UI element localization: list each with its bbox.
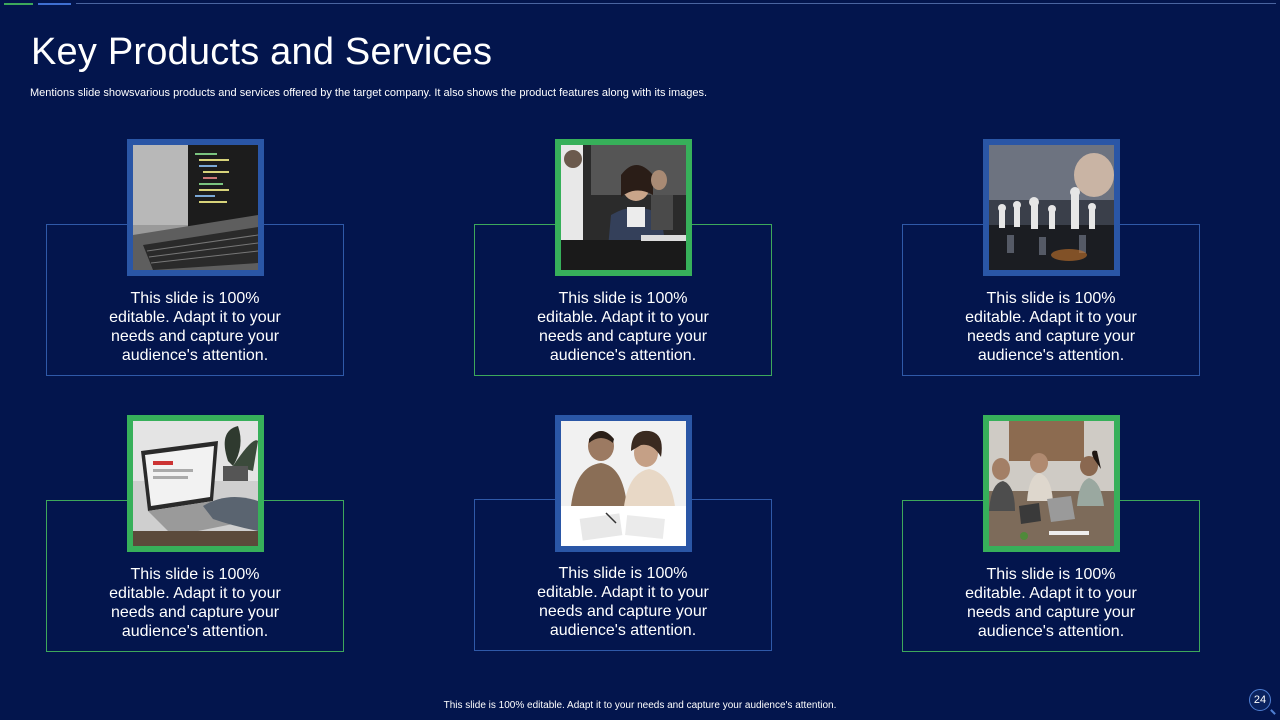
laptop-code-photo [127,139,264,276]
product-card-text: This slide is 100% editable. Adapt it to… [965,290,1137,364]
meeting-photo [555,415,692,552]
team-laptops-photo [983,415,1120,552]
laptop-desk-photo [127,415,264,552]
product-card-5: This slide is 100% editable. Adapt it to… [474,499,772,651]
product-card-1: This slide is 100% editable. Adapt it to… [46,224,344,376]
top-accent-blue [38,3,71,5]
product-card-text: This slide is 100% editable. Adapt it to… [537,290,709,364]
product-card-6: This slide is 100% editable. Adapt it to… [902,500,1200,652]
product-card-2: This slide is 100% editable. Adapt it to… [474,224,772,376]
chess-photo [983,139,1120,276]
top-accent-green [4,3,33,5]
office-team-photo [555,139,692,276]
top-accent-line [76,3,1276,4]
product-card-text: This slide is 100% editable. Adapt it to… [109,566,281,640]
product-card-text: This slide is 100% editable. Adapt it to… [965,566,1137,640]
product-card-3: This slide is 100% editable. Adapt it to… [902,224,1200,376]
slide-footer: This slide is 100% editable. Adapt it to… [443,700,837,711]
product-card-text: This slide is 100% editable. Adapt it to… [537,565,709,639]
slide-title: Key Products and Services [31,31,493,73]
product-card-4: This slide is 100% editable. Adapt it to… [46,500,344,652]
slide-subtitle: Mentions slide showsvarious products and… [30,87,708,99]
page-number-badge: 24 [1249,689,1271,711]
product-card-text: This slide is 100% editable. Adapt it to… [109,290,281,364]
